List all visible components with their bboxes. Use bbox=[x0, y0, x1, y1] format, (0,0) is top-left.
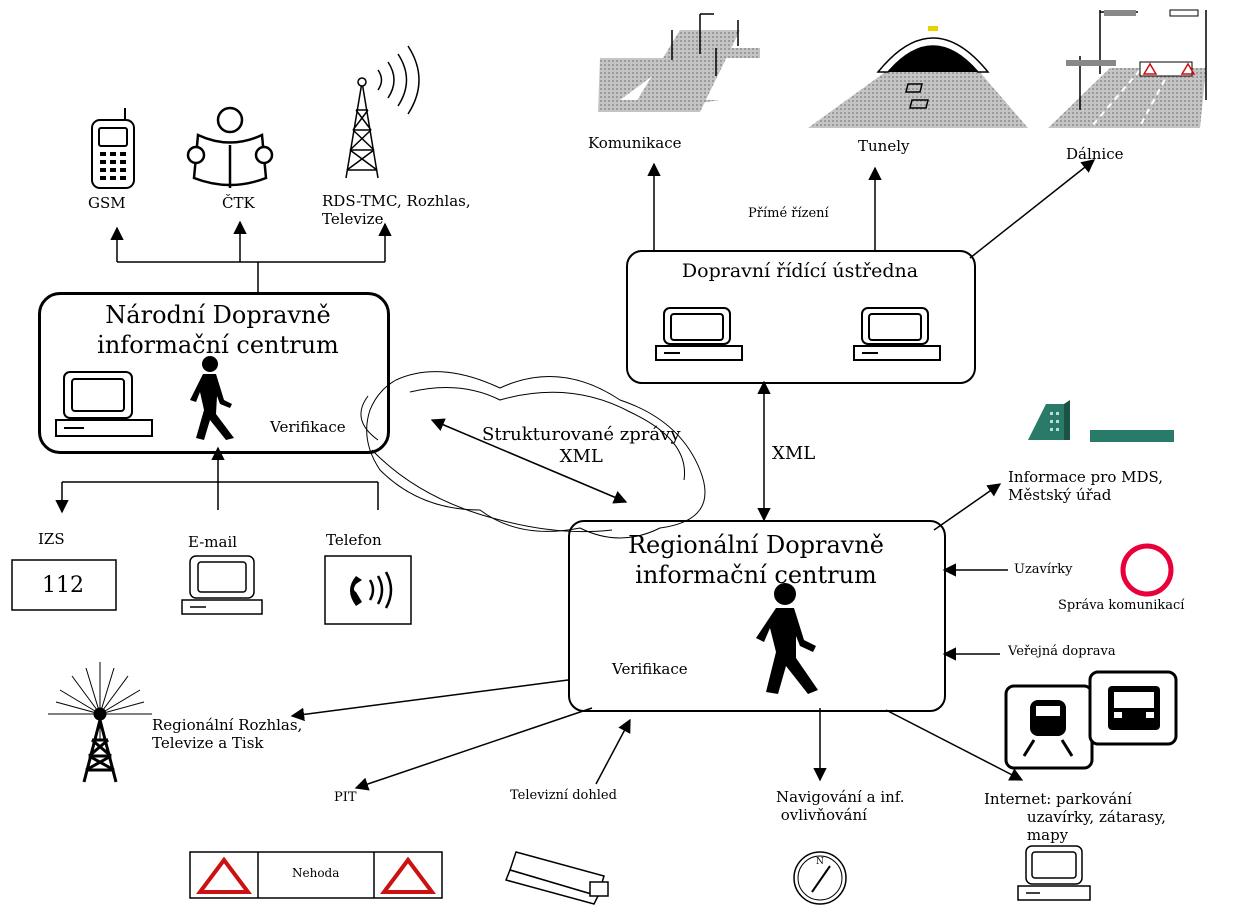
email-computer-icon bbox=[181, 555, 263, 615]
crossroad-picture bbox=[598, 13, 760, 112]
warning-triangle-right-icon bbox=[380, 856, 436, 894]
radio-tower-icon bbox=[345, 45, 420, 179]
rdic-person-icon bbox=[756, 583, 818, 694]
telefon-label: Telefon bbox=[326, 531, 382, 549]
prime-rizeni-label: Přímé řízení bbox=[748, 206, 829, 221]
izs-112-box bbox=[11, 559, 117, 611]
rds-label: RDS-TMC, Rozhlas, Televize bbox=[322, 192, 471, 228]
ndic-title: Národní Dopravně informační centrum bbox=[97, 301, 339, 359]
bus-sign-icon bbox=[1088, 670, 1178, 746]
ndic-computer-icon bbox=[55, 371, 153, 437]
rdic-verification-label: Verifikace bbox=[612, 660, 688, 678]
ndic-verification-label: Verifikace bbox=[270, 418, 346, 436]
navigace-label: Navigování a inf. ovlivňování bbox=[776, 788, 905, 824]
internet-computer-icon bbox=[1017, 845, 1091, 901]
mds-label: Informace pro MDS, Městský úřad bbox=[1008, 468, 1164, 504]
svg-text:N: N bbox=[816, 857, 824, 867]
komunikace-label: Komunikace bbox=[588, 134, 682, 152]
ndic-person-icon bbox=[190, 356, 234, 440]
dru-box bbox=[626, 250, 976, 384]
dru-computer-left-icon bbox=[655, 307, 743, 361]
gsm-label: GSM bbox=[88, 194, 126, 212]
tunnel-picture bbox=[808, 26, 1028, 128]
rdic-title: Regionální Dopravně informační centrum bbox=[627, 531, 885, 589]
telefon-icon bbox=[324, 555, 412, 625]
ndic-box bbox=[38, 292, 390, 454]
structured-messages-arrow bbox=[430, 418, 628, 504]
rdic-box bbox=[568, 520, 946, 712]
warning-triangle-left-icon bbox=[196, 856, 252, 894]
regional-radio-label: Regionální Rozhlas, Televize a Tisk bbox=[152, 716, 303, 752]
rdic-bottom-arrows bbox=[290, 679, 1024, 791]
izs-number: 112 bbox=[42, 573, 84, 598]
structured-messages-label: Strukturované zprávy XML bbox=[482, 424, 681, 467]
verejna-doprava-label: Veřejná doprava bbox=[1008, 644, 1116, 659]
tv-dohled-label: Televizní dohled bbox=[510, 788, 617, 803]
ctk-reader-icon bbox=[186, 106, 274, 188]
tunely-label: Tunely bbox=[858, 137, 910, 155]
cctv-camera-icon bbox=[504, 851, 609, 905]
dru-computer-right-icon bbox=[853, 307, 941, 361]
ctk-label: ČTK bbox=[222, 194, 255, 212]
xml-label: XML bbox=[772, 443, 816, 464]
izs-label: IZS bbox=[38, 530, 65, 548]
highway-picture bbox=[1048, 9, 1207, 128]
pit-label: PIT bbox=[334, 790, 357, 805]
nehoda-label: Nehoda bbox=[292, 866, 340, 880]
ndic-input-arrows bbox=[55, 446, 379, 514]
train-sign-icon bbox=[1004, 684, 1094, 770]
dalnice-label: Dálnice bbox=[1066, 145, 1124, 163]
dru-output-arrows bbox=[647, 159, 1096, 259]
internet-label: Internet: parkování uzavírky, zátarasy, … bbox=[984, 790, 1166, 844]
rdic-right-arrows bbox=[933, 483, 1008, 661]
sprava-komunikaci-label: Správa komunikací bbox=[1058, 598, 1185, 613]
email-label: E-mail bbox=[188, 533, 238, 551]
mds-building-icon bbox=[1028, 400, 1174, 442]
uzavirky-sign-icon bbox=[1120, 543, 1174, 597]
pit-nehoda-panel bbox=[189, 851, 443, 899]
uzavirky-label: Uzavírky bbox=[1014, 562, 1073, 577]
gsm-phone-icon bbox=[91, 108, 135, 189]
ndic-output-arrows bbox=[110, 220, 392, 292]
dru-title: Dopravní řídící ústředna bbox=[681, 260, 919, 282]
regional-radio-tower-icon bbox=[48, 662, 152, 783]
compass-icon: N bbox=[793, 851, 847, 905]
